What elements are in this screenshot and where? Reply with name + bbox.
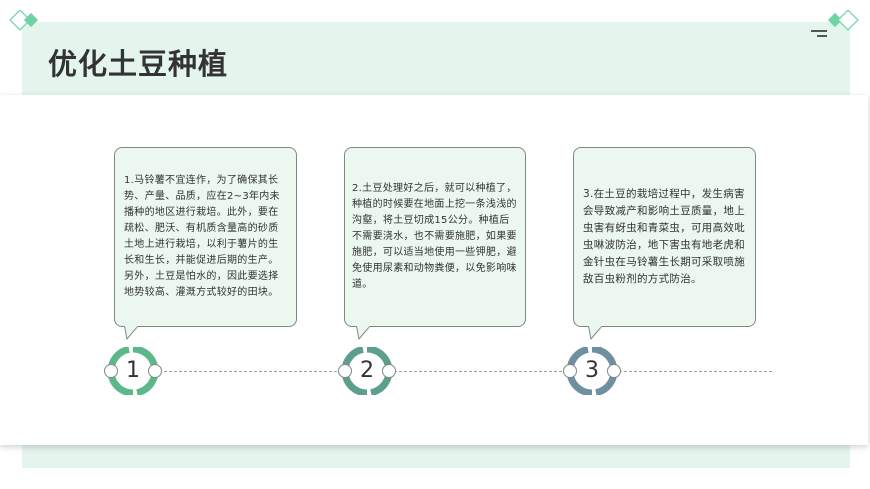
diamond-icon [827,10,859,31]
page-title: 优化土豆种植 [48,47,229,81]
diamond-icon [9,10,39,31]
step-bubble-1: 1.马铃薯不宜连作，为了确保其长势、产量、品质，应在2~3年内未播种的地区进行栽… [114,147,297,327]
bubble-tail-3 [588,326,603,340]
bubble-tail-2 [356,326,371,340]
step-text-2: 2.土豆处理好之后，就可以种植了，种植的时候要在地面上挖一条浅浅的沟壑，将土豆切… [352,183,517,290]
timeline-node-3 [563,347,621,395]
timeline-node-1 [104,347,162,395]
timeline-line [104,371,772,372]
step-number-1: 1 [126,358,140,383]
header-band [22,22,850,98]
step-text-1: 1.马铃薯不宜连作，为了确保其长势、产量、品质，应在2~3年内未播种的地区进行栽… [124,175,280,298]
timeline-node-2 [338,347,396,395]
step-bubble-2: 2.土豆处理好之后，就可以种植了，种植的时候要在地面上挖一条浅浅的沟壑，将土豆切… [344,147,526,327]
bubble-tail-1 [124,326,139,340]
step-number-3: 3 [585,358,599,383]
menu-lines-icon [811,29,827,39]
step-text-3: 3.在土豆的栽培过程中，发生病害会导致减产和影响土豆质量，地上虫害有蚜虫和青菜虫… [583,188,745,285]
step-number-2: 2 [360,358,374,383]
step-bubble-3: 3.在土豆的栽培过程中，发生病害会导致减产和影响土豆质量，地上虫害有蚜虫和青菜虫… [573,147,756,327]
